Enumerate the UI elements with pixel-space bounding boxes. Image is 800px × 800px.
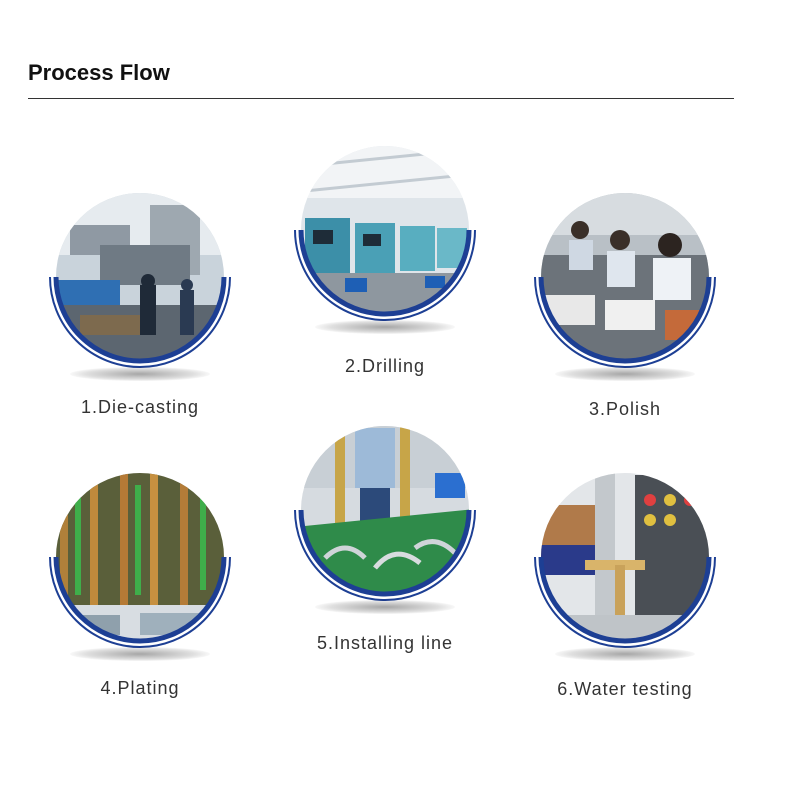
drilling-photo	[285, 138, 485, 338]
process-step-water-testing: 6.Water testing	[525, 465, 725, 725]
step-label: 2.Drilling	[344, 356, 426, 376]
step-label: 1.Die-casting	[80, 397, 200, 417]
die-casting-photo	[40, 185, 240, 385]
process-step-polish: 3.Polish	[525, 185, 725, 445]
polish-photo	[525, 185, 725, 385]
water-testing-photo	[525, 465, 725, 665]
title-divider	[28, 98, 734, 99]
step-label: 6.Water testing	[557, 679, 693, 699]
step-shadow	[70, 647, 210, 661]
plating-photo	[40, 465, 240, 665]
process-step-drilling: 2.Drilling	[285, 138, 485, 398]
installing-line-photo	[285, 418, 485, 618]
step-shadow	[315, 600, 455, 614]
step-shadow	[70, 367, 210, 381]
step-label: 3.Polish	[588, 399, 662, 419]
step-shadow	[315, 320, 455, 334]
process-step-installing-line: 5.Installing line	[285, 418, 485, 678]
process-step-die-casting: 1.Die-casting	[40, 185, 240, 445]
step-label: 4.Plating	[100, 678, 180, 698]
page-title: Process Flow	[28, 60, 170, 85]
step-shadow	[555, 647, 695, 661]
process-step-plating: 4.Plating	[40, 465, 240, 725]
step-shadow	[555, 367, 695, 381]
step-label: 5.Installing line	[316, 633, 454, 653]
